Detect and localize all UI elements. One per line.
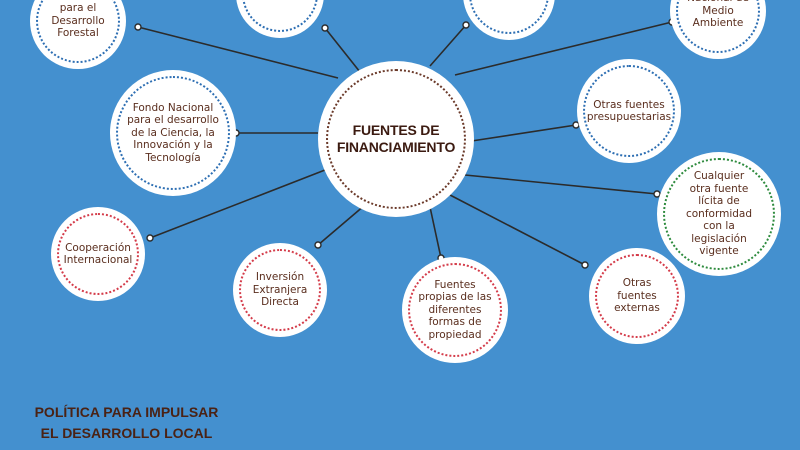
node-fondo-ciencia: Fondo Nacional para el desarrollo de la …: [110, 70, 236, 196]
connector-cooperacion: [149, 169, 326, 239]
node-label-desarrollo-forestal: para el Desarrollo Forestal: [51, 2, 105, 40]
connector-dot-otras-externas: [581, 261, 589, 269]
connector-otra-licita: [464, 174, 658, 195]
connector-dot-local: [462, 21, 470, 29]
connector-fuentes-propias: [429, 206, 442, 259]
node-otras-presupuestarias: Otras fuentes presupuestarias: [577, 59, 681, 163]
connector-dot-inversion-extranjera: [314, 241, 322, 249]
footer-title: POLÍTICA PARA IMPULSAR EL DESARROLLO LOC…: [34, 404, 219, 441]
node-label-otras-presupuestarias: Otras fuentes presupuestarias: [586, 98, 672, 124]
connector-local: [429, 24, 467, 67]
connector-dot-cooperacion: [146, 234, 154, 242]
node-label-otra-licita: Cualquier otra fuente lícita de conformi…: [685, 170, 752, 258]
center-node-label: FUENTES DE FINANCIAMIENTO: [336, 122, 456, 155]
connector-medio-ambiente: [454, 21, 673, 76]
connector-top-blank: [324, 27, 361, 73]
node-label-fondo-ciencia: Fondo Nacional para el desarrollo de la …: [127, 101, 219, 164]
connector-otras-presupuestarias: [464, 124, 577, 143]
node-label-otras-externas: Otras fuentes externas: [614, 277, 660, 315]
node-label-medio-ambiente: Nacional de Medio Ambiente: [687, 0, 749, 30]
node-cooperacion: Cooperación Internacional: [51, 207, 145, 301]
node-fuentes-propias: Fuentes propias de las diferentes formas…: [402, 257, 508, 363]
connector-dot-top-blank: [321, 24, 329, 32]
node-otra-licita: Cualquier otra fuente lícita de conformi…: [657, 152, 781, 276]
connector-dot-desarrollo-forestal: [134, 23, 142, 31]
node-label-cooperacion: Cooperación Internacional: [63, 241, 133, 267]
node-inversion-extranjera: Inversión Extranjera Directa: [233, 243, 327, 337]
connector-inversion-extranjera: [317, 204, 366, 246]
connector-lines: [134, 18, 676, 269]
node-otras-externas: Otras fuentes externas: [589, 248, 685, 344]
connector-desarrollo-forestal: [137, 26, 339, 79]
center-node: FUENTES DE FINANCIAMIENTO: [318, 61, 474, 217]
connector-otras-externas: [449, 194, 586, 266]
node-label-fuentes-propias: Fuentes propias de las diferentes formas…: [418, 278, 492, 341]
node-label-inversion-extranjera: Inversión Extranjera Directa: [252, 271, 308, 309]
